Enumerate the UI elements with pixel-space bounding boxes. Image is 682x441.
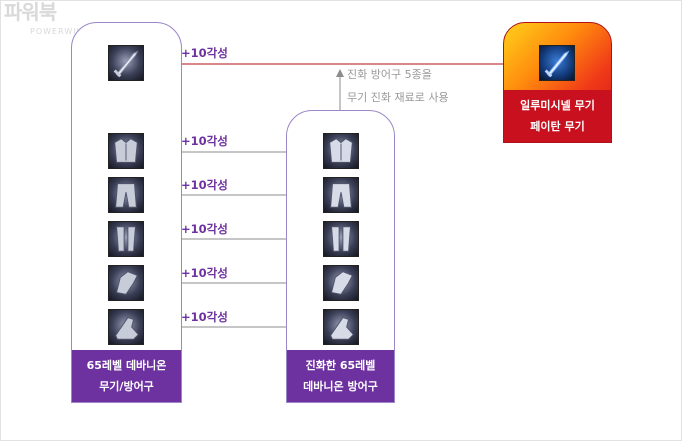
- result-weapon-box: 일루미시넬 무기 페이탄 무기: [503, 22, 612, 143]
- chest-armor-icon: [108, 133, 144, 169]
- evolved-gloves-armor-icon: [323, 265, 359, 301]
- upgrade-label-armor-3: +10각성: [181, 222, 228, 236]
- evolve-note-line2: 무기 진화 재료로 사용: [347, 91, 449, 104]
- watermark-sub: POWERWIKI: [30, 27, 87, 36]
- gloves-armor-icon: [108, 265, 144, 301]
- evolved-armor-label-line1: 진화한 65레벨: [305, 359, 376, 372]
- base-gear-label-line1: 65레벨 데바니온: [86, 359, 167, 372]
- result-weapon-label-line1: 일루미시넬 무기: [520, 99, 595, 112]
- upgrade-label-armor-4: +10각성: [181, 266, 228, 280]
- watermark: 파워북 POWERWIKI: [4, 0, 85, 36]
- evolve-note-line1: 진화 방어구 5종을: [347, 68, 432, 81]
- evolved-armor-label-line2: 데바니온 방어구: [303, 380, 378, 393]
- base-gear-label: 65레벨 데바니온 무기/방어구: [72, 350, 181, 402]
- boots-armor-icon: [108, 309, 144, 345]
- evolved-boots-armor-icon: [323, 309, 359, 345]
- sword-icon: [108, 45, 144, 81]
- upgrade-label-armor-1: +10각성: [181, 134, 228, 148]
- evolved-armor-label: 진화한 65레벨 데바니온 방어구: [287, 350, 394, 402]
- illuminated-sword-icon: [539, 45, 575, 81]
- upgrade-label-armor-2: +10각성: [181, 178, 228, 192]
- base-gear-label-line2: 무기/방어구: [99, 380, 154, 393]
- evolved-leg-armor-icon: [323, 221, 359, 257]
- upgrade-label-weapon: +10각성: [181, 46, 228, 60]
- evolved-armor-column: 진화한 65레벨 데바니온 방어구: [286, 110, 395, 403]
- evolved-chest-armor-icon: [323, 133, 359, 169]
- result-weapon-label-line2: 페이탄 무기: [530, 120, 585, 133]
- pants-armor-icon: [108, 177, 144, 213]
- watermark-main: 파워북: [4, 0, 57, 24]
- leg-armor-icon: [108, 221, 144, 257]
- result-weapon-label: 일루미시넬 무기 페이탄 무기: [504, 90, 611, 142]
- upgrade-label-armor-5: +10각성: [181, 310, 228, 324]
- evolved-pants-armor-icon: [323, 177, 359, 213]
